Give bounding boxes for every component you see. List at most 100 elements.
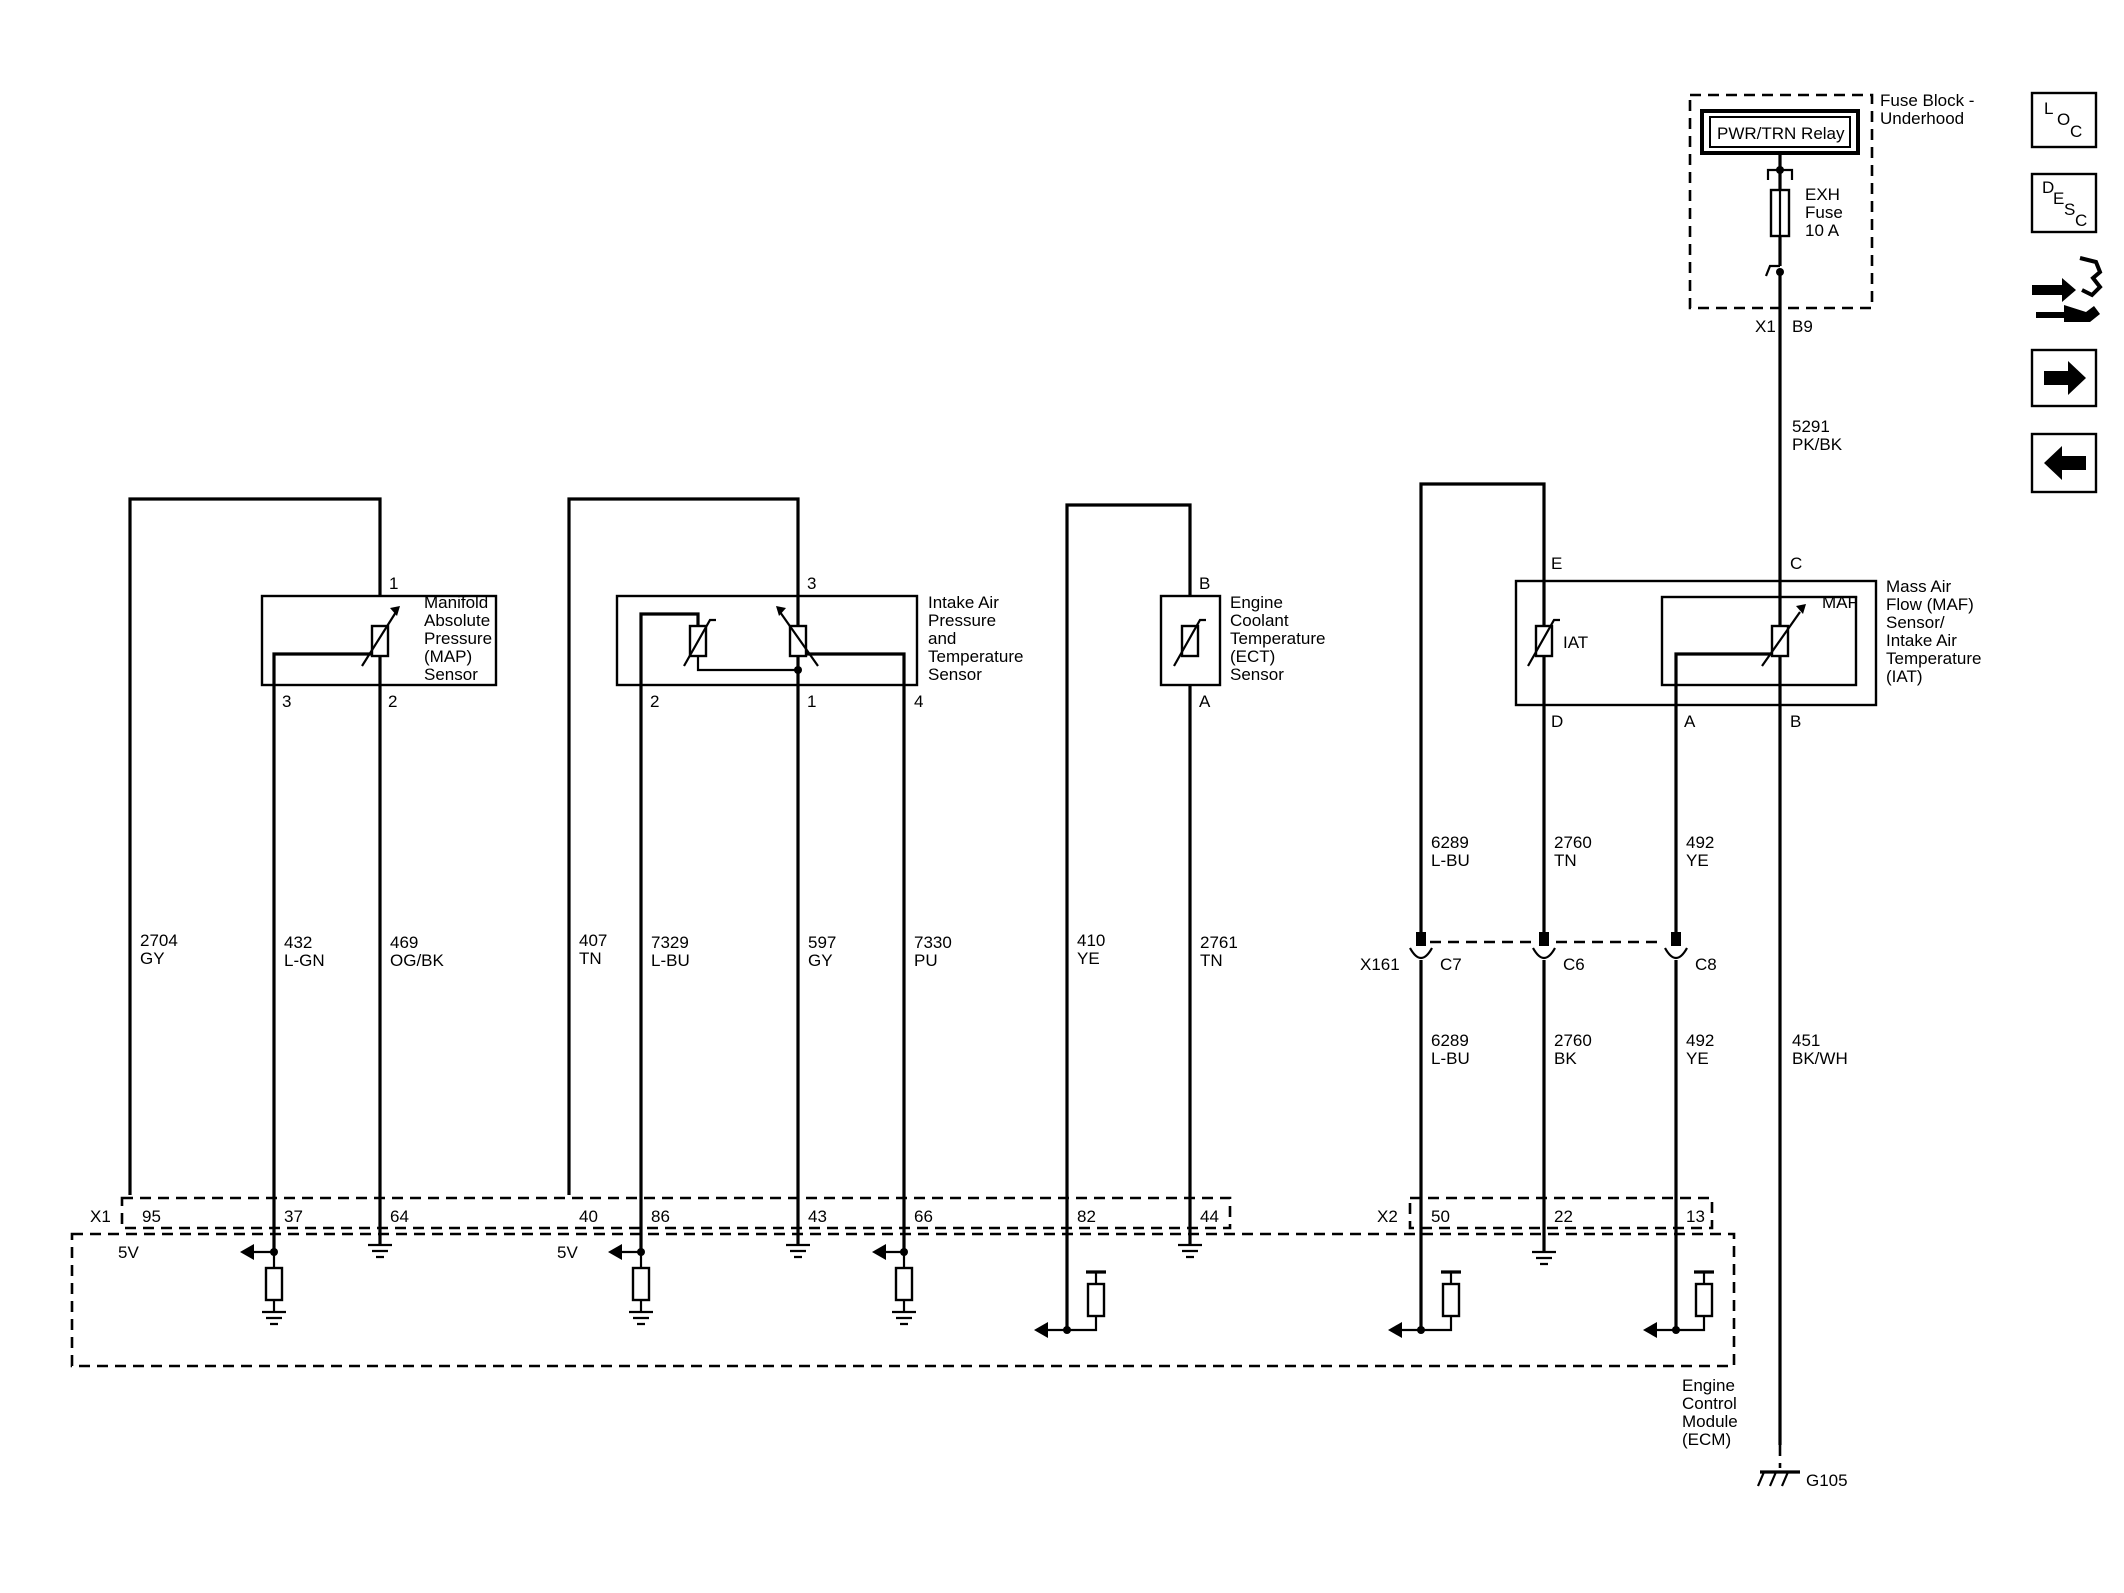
svg-text:410: 410 — [1077, 931, 1105, 950]
svg-text:Temperature: Temperature — [1230, 629, 1325, 648]
svg-text:40: 40 — [579, 1207, 598, 1226]
svg-text:L-BU: L-BU — [651, 951, 690, 970]
ecm-pullup-circuits — [1034, 1270, 1714, 1338]
svg-text:5291: 5291 — [1792, 417, 1830, 436]
svg-text:10 A: 10 A — [1805, 221, 1840, 240]
arrow-left-icon — [2044, 446, 2086, 480]
svg-text:432: 432 — [284, 933, 312, 952]
svg-text:B: B — [1790, 712, 1801, 731]
svg-text:C: C — [2075, 211, 2087, 230]
svg-text:Temperature: Temperature — [928, 647, 1023, 666]
svg-text:YE: YE — [1686, 851, 1709, 870]
ground-g105: G105 — [1756, 1445, 1848, 1490]
svg-text:TN: TN — [1554, 851, 1577, 870]
svg-text:Pressure: Pressure — [928, 611, 996, 630]
svg-text:C: C — [1790, 554, 1802, 573]
svg-text:7330: 7330 — [914, 933, 952, 952]
svg-text:2761: 2761 — [1200, 933, 1238, 952]
svg-text:407: 407 — [579, 931, 607, 950]
svg-text:(ECT): (ECT) — [1230, 647, 1275, 666]
svg-text:PU: PU — [914, 951, 938, 970]
svg-text:86: 86 — [651, 1207, 670, 1226]
svg-text:TN: TN — [1200, 951, 1223, 970]
svg-text:D: D — [2042, 178, 2054, 197]
svg-text:Temperature: Temperature — [1886, 649, 1981, 668]
svg-text:Flow (MAF): Flow (MAF) — [1886, 595, 1974, 614]
svg-text:C7: C7 — [1440, 955, 1462, 974]
svg-text:EXH: EXH — [1805, 185, 1840, 204]
svg-text:L-BU: L-BU — [1431, 851, 1470, 870]
svg-text:Fuse Block -: Fuse Block - — [1880, 91, 1974, 110]
engine-control-module: X1 95 37 64 40 86 43 66 82 44 X2 50 22 1… — [70, 1196, 1738, 1449]
svg-text:MAF: MAF — [1822, 593, 1858, 612]
ecm-input-circuits — [240, 1244, 916, 1326]
svg-text:PWR/TRN Relay: PWR/TRN Relay — [1717, 124, 1845, 143]
svg-text:C6: C6 — [1563, 955, 1585, 974]
svg-text:X2: X2 — [1377, 1207, 1398, 1226]
svg-text:43: 43 — [808, 1207, 827, 1226]
ecm-ground-symbols — [368, 1243, 1556, 1266]
desc-button[interactable]: D E S C — [2030, 172, 2098, 234]
svg-text:Engine: Engine — [1682, 1376, 1735, 1395]
svg-text:66: 66 — [914, 1207, 933, 1226]
svg-text:1: 1 — [807, 692, 816, 711]
svg-text:Module: Module — [1682, 1412, 1738, 1431]
svg-text:(IAT): (IAT) — [1886, 667, 1923, 686]
previous-page-button[interactable] — [2030, 432, 2098, 494]
svg-text:O: O — [2057, 110, 2070, 129]
svg-text:4: 4 — [914, 692, 923, 711]
map-sensor: 1 Manifold Absolute Pressure (MAP) Senso… — [128, 497, 498, 1195]
svg-text:37: 37 — [284, 1207, 303, 1226]
pwr-trn-relay: PWR/TRN Relay — [1700, 109, 1860, 155]
svg-text:7329: 7329 — [651, 933, 689, 952]
svg-text:Intake Air: Intake Air — [1886, 631, 1957, 650]
svg-text:469: 469 — [390, 933, 418, 952]
svg-text:2: 2 — [650, 692, 659, 711]
svg-text:6289: 6289 — [1431, 1031, 1469, 1050]
svg-text:(ECM): (ECM) — [1682, 1430, 1731, 1449]
svg-text:44: 44 — [1200, 1207, 1219, 1226]
svg-text:IAT: IAT — [1563, 633, 1588, 652]
svg-text:L-BU: L-BU — [1431, 1049, 1470, 1068]
loc-button[interactable]: L O C — [2030, 91, 2098, 149]
svg-text:2760: 2760 — [1554, 833, 1592, 852]
svg-text:B: B — [1199, 574, 1210, 593]
svg-text:2760: 2760 — [1554, 1031, 1592, 1050]
ect-sensor: B Engine Coolant Temperature (ECT) Senso… — [1065, 503, 1325, 1330]
svg-text:TN: TN — [579, 949, 602, 968]
svg-text:64: 64 — [390, 1207, 409, 1226]
next-page-button[interactable] — [2030, 348, 2098, 408]
svg-text:C: C — [2070, 122, 2082, 141]
svg-text:Sensor: Sensor — [424, 665, 478, 684]
svg-text:451: 451 — [1792, 1031, 1820, 1050]
svg-text:OG/BK: OG/BK — [390, 951, 445, 970]
svg-text:13: 13 — [1686, 1207, 1705, 1226]
fuse-block-underhood: Fuse Block - Underhood PWR/TRN Relay EXH… — [1688, 91, 1974, 336]
svg-text:S: S — [2064, 200, 2075, 219]
svg-text:95: 95 — [142, 1207, 161, 1226]
svg-text:597: 597 — [808, 933, 836, 952]
svg-text:X1: X1 — [90, 1207, 111, 1226]
svg-text:(MAP): (MAP) — [424, 647, 472, 666]
svg-text:492: 492 — [1686, 833, 1714, 852]
svg-text:Underhood: Underhood — [1880, 109, 1964, 128]
connector-tool-icon[interactable] — [2032, 256, 2103, 322]
svg-text:GY: GY — [808, 951, 833, 970]
svg-text:2704: 2704 — [140, 931, 178, 950]
svg-text:L: L — [2044, 99, 2053, 118]
svg-text:5V: 5V — [118, 1243, 139, 1262]
svg-text:X161: X161 — [1360, 955, 1400, 974]
svg-text:Intake Air: Intake Air — [928, 593, 999, 612]
svg-text:Manifold: Manifold — [424, 593, 488, 612]
svg-text:5V: 5V — [557, 1243, 578, 1262]
svg-text:B9: B9 — [1792, 317, 1813, 336]
svg-text:BK/WH: BK/WH — [1792, 1049, 1848, 1068]
svg-text:YE: YE — [1077, 949, 1100, 968]
svg-text:Pressure: Pressure — [424, 629, 492, 648]
svg-text:Engine: Engine — [1230, 593, 1283, 612]
svg-text:E: E — [1551, 554, 1562, 573]
svg-text:Coolant: Coolant — [1230, 611, 1289, 630]
svg-text:82: 82 — [1077, 1207, 1096, 1226]
svg-text:BK: BK — [1554, 1049, 1577, 1068]
